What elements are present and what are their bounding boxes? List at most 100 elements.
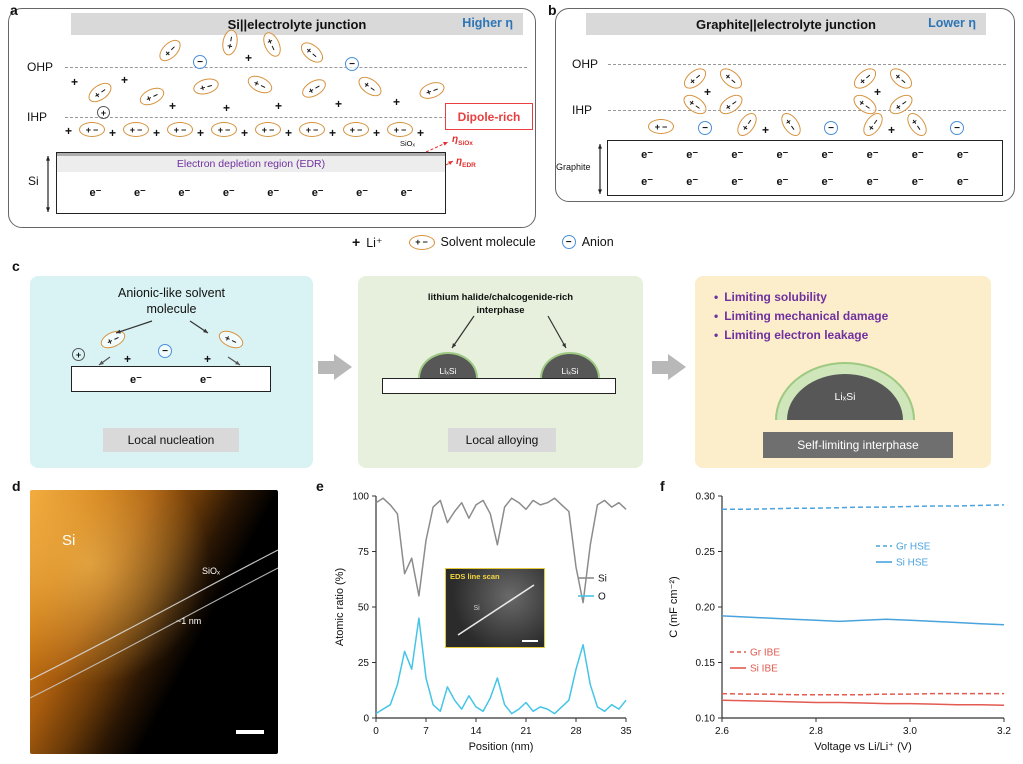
solvent-molecule-icon: +−: [387, 122, 413, 137]
bullet-item: • Limiting solubility: [714, 288, 888, 307]
y-tick-label: 75: [358, 547, 370, 558]
x-tick-label: 2.6: [715, 726, 729, 737]
siox-label-a: SiOₓ: [400, 139, 415, 148]
series-line-gr-ibe: [721, 692, 1004, 696]
panel-a-eta-note: Higher η: [462, 16, 513, 30]
y-tick-label: 0.20: [696, 603, 716, 614]
stage-arrow-1-icon: [334, 354, 352, 380]
bullet-item: • Limiting mechanical damage: [714, 307, 888, 326]
legend-label: Gr HSE: [896, 542, 931, 553]
stage-arrow-2-icon: [668, 354, 686, 380]
stage2-title-line1: lithium halide/chalcogenide-rich: [427, 292, 574, 303]
solvent-molecule-icon: +−: [79, 122, 105, 137]
panel-b-eta-note: Lower η: [928, 16, 976, 30]
electron-symbol: e⁻: [133, 187, 146, 199]
electron-symbol: e⁻: [866, 149, 879, 161]
ohp-label-b: OHP: [572, 57, 599, 71]
inset-scale-bar: [522, 639, 538, 642]
eta-siox-sub: SiOx: [458, 140, 473, 147]
x-tick-label: 2.8: [809, 726, 823, 737]
li-ion-icon: +: [275, 99, 283, 113]
ihp-line-b: [608, 110, 1006, 111]
electron-symbol: e⁻: [821, 176, 834, 188]
li-ion-icon: +: [169, 99, 177, 113]
bullet-text-1: Limiting solubility: [724, 290, 827, 304]
stage1-substrate: e⁻ e⁻: [71, 366, 271, 392]
electron-symbol: e⁻: [200, 373, 212, 386]
li-ion-icon: +: [197, 126, 205, 140]
anion-icon: −: [824, 121, 838, 135]
edr-label: Electron depletion region (EDR): [57, 156, 445, 172]
li-ion-icon: +: [124, 352, 132, 366]
bullet-icon: •: [714, 290, 719, 304]
anion-icon: −: [158, 344, 172, 358]
x-tick-label: 3.2: [997, 726, 1011, 737]
electron-row-graphite-2: e⁻e⁻e⁻e⁻e⁻e⁻e⁻e⁻: [608, 168, 1002, 195]
li-ion-icon: +: [71, 75, 79, 89]
tem-siox-label: SiOₓ: [202, 566, 220, 576]
li-ion-icon: +: [874, 85, 882, 99]
panel-a-letter: a: [10, 2, 18, 18]
anion-icon: −: [193, 55, 207, 69]
electron-symbol: e⁻: [356, 187, 369, 199]
li-ion-icon: +: [153, 126, 161, 140]
electron-symbol: e⁻: [776, 176, 789, 188]
y-tick-label: 0.10: [696, 714, 716, 725]
legend-li-label: Li⁺: [366, 235, 383, 250]
x-axis-label: Voltage vs Li/Li⁺ (V): [814, 741, 912, 753]
solvent-molecule-icon: +−: [343, 122, 369, 137]
legend-label: Si HSE: [896, 558, 929, 569]
eta-edr-label: ηEDR: [456, 156, 476, 169]
li-ion-icon: +: [285, 126, 293, 140]
dipole-rich-label: Dipole-rich: [445, 103, 533, 130]
ihp-label-a: IHP: [27, 110, 48, 124]
li-ion-icon: +: [329, 126, 337, 140]
panel-d-letter: d: [12, 478, 21, 494]
anion-icon: −: [698, 121, 712, 135]
electron-symbol: e⁻: [686, 176, 699, 188]
molecule-layer-a: +−−+−++−+−−++−++−+++−++−++−++−++−++−++−+…: [9, 9, 537, 229]
plus-symbol: +: [415, 237, 421, 247]
y-axis-label: Atomic ratio (%): [334, 568, 346, 646]
li-ion-icon: +: [762, 123, 770, 137]
solvent-molecule-icon: +−: [299, 122, 325, 137]
electron-symbol: e⁻: [311, 187, 324, 199]
li-ion-icon: +: [888, 123, 896, 137]
li-ion-icon: +: [245, 51, 253, 65]
panel-b-letter: b: [548, 2, 557, 18]
electron-symbol: e⁻: [731, 149, 744, 161]
x-tick-label: 0: [373, 726, 379, 737]
panel-b-title: Graphite||electrolyte junction: [696, 16, 876, 32]
electron-symbol: e⁻: [178, 187, 191, 199]
li-ion-circled-icon: +: [97, 106, 110, 119]
x-tick-label: 7: [423, 726, 429, 737]
legend-anion-label: Anion: [581, 235, 614, 249]
bullet-text-3: Limiting electron leakage: [724, 328, 869, 342]
electron-symbol: e⁻: [89, 187, 102, 199]
solvent-molecule-icon: +−: [255, 122, 281, 137]
bullet-text-2: Limiting mechanical damage: [724, 309, 889, 323]
electron-symbol: e⁻: [956, 149, 969, 161]
electron-symbol: e⁻: [821, 149, 834, 161]
electron-row-graphite-1: e⁻e⁻e⁻e⁻e⁻e⁻e⁻e⁻: [608, 141, 1002, 168]
li-ion-icon: +: [241, 126, 249, 140]
panel-b-header: Graphite||electrolyte junction Lower η: [586, 13, 986, 35]
li-ion-icon: +: [335, 97, 343, 111]
minus-symbol: −: [422, 237, 428, 247]
y-tick-label: 0: [363, 714, 369, 725]
legend-solvent-label: Solvent molecule: [440, 235, 536, 249]
stage-arrow-1-bar: [318, 361, 334, 374]
bullet-icon: •: [714, 309, 719, 323]
li-ion-icon: +: [121, 73, 129, 87]
legend-label: O: [598, 592, 606, 603]
electron-symbol: e⁻: [267, 187, 280, 199]
electron-symbol: e⁻: [130, 373, 142, 386]
stage2-substrate: [382, 378, 616, 394]
y-axis-label: C (mF cm⁻²): [668, 576, 680, 637]
series-line-gr-hse: [722, 504, 1005, 511]
tem-si-label: Si: [62, 532, 76, 549]
li-ion-icon: +: [204, 352, 212, 366]
